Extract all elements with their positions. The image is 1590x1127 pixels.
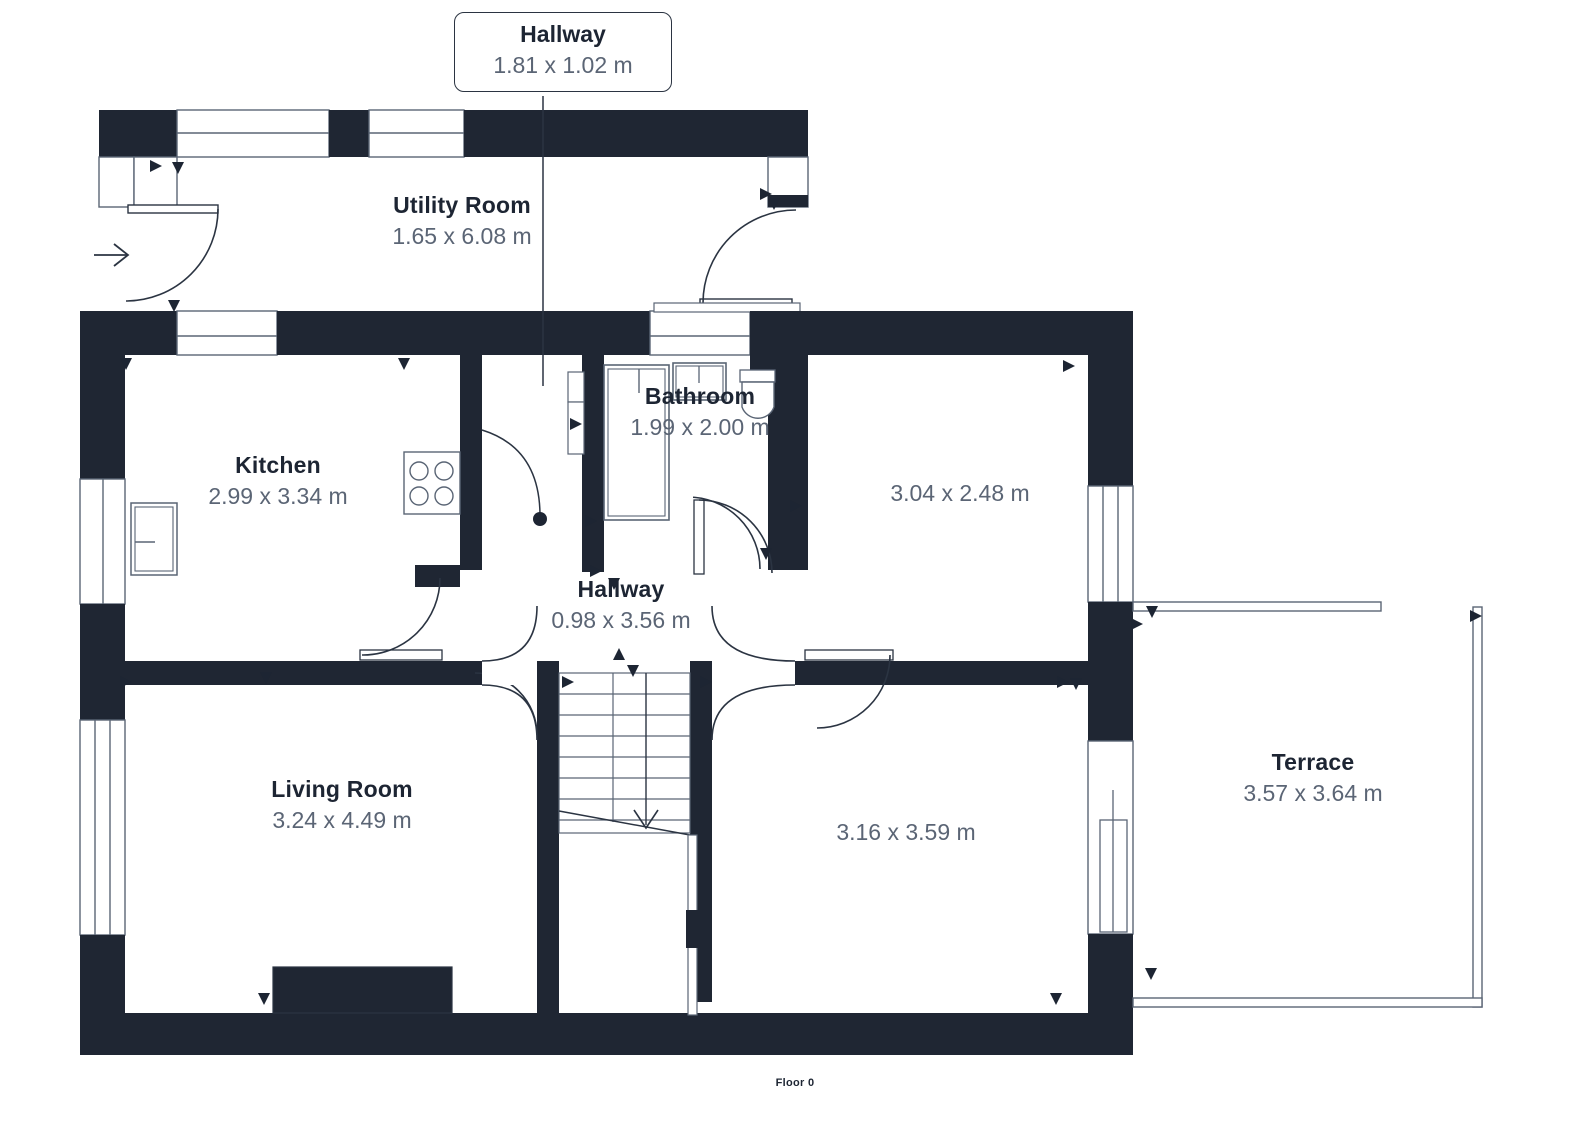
hallway-door-openings — [359, 493, 894, 741]
dimension-ticks — [120, 358, 1082, 1005]
bathtub-icon — [603, 364, 670, 521]
floor-caption: Floor 0 — [775, 1077, 815, 1089]
callout-room-name: Hallway — [520, 21, 606, 47]
building-outer-walls — [79, 302, 1134, 1055]
bathroom-door — [693, 499, 773, 575]
stairs-icon — [558, 672, 701, 1016]
stove-icon — [403, 451, 461, 515]
entrance-arrow-icon — [94, 243, 130, 267]
toilet-icon — [739, 369, 776, 419]
callout-hallway-upper: Hallway 1.81 x 1.02 m — [454, 12, 672, 92]
utility-drop-line — [481, 96, 585, 526]
utility-room-walls — [94, 109, 809, 312]
washbasin-icon — [672, 362, 727, 401]
terrace-outline — [1131, 601, 1483, 1008]
sink-icon — [130, 502, 178, 576]
callout-room-dimension: 1.81 x 1.02 m — [493, 52, 633, 78]
